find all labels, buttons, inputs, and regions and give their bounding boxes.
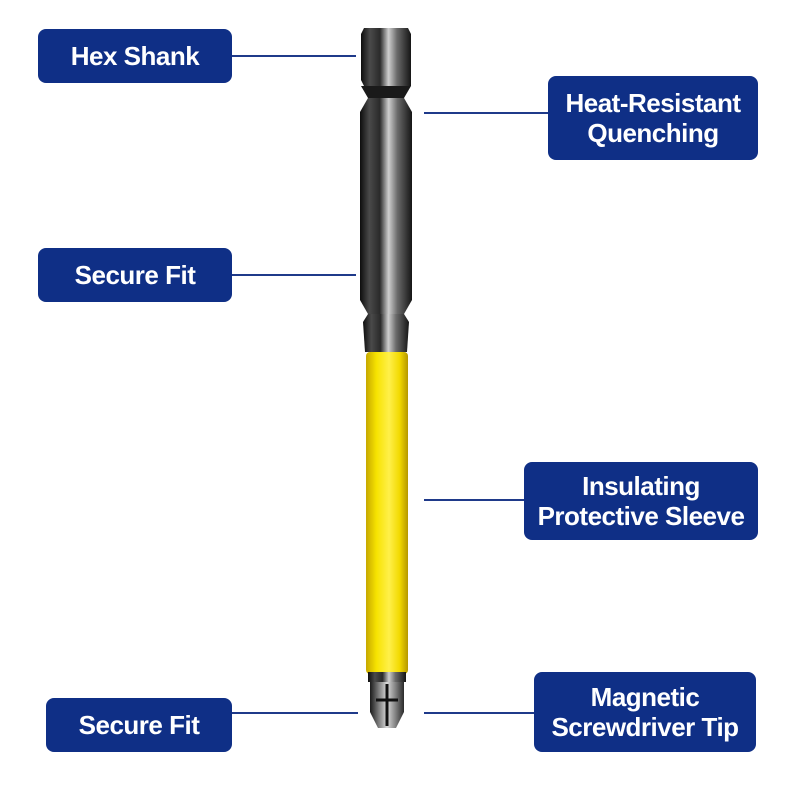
hex-shank-leader-line bbox=[232, 55, 356, 57]
heat-resistant-text-line2: Quenching bbox=[587, 118, 719, 148]
secure-fit-top-text: Secure Fit bbox=[74, 260, 196, 290]
secure-fit-top-leader-line bbox=[232, 274, 356, 276]
steel-body-part bbox=[360, 98, 412, 314]
insulating-sleeve-leader-line bbox=[424, 499, 524, 501]
secure-fit-bottom-text: Secure Fit bbox=[78, 710, 200, 740]
insulating-sleeve-part bbox=[366, 352, 408, 674]
magnetic-tip-text-line2: Screwdriver Tip bbox=[551, 712, 739, 742]
hex-shank-text: Hex Shank bbox=[70, 41, 200, 71]
phillips-flute bbox=[376, 684, 398, 726]
collar-part bbox=[363, 314, 409, 352]
heat-resistant-label: Heat-Resistant Quenching bbox=[548, 76, 758, 160]
insulating-sleeve-text-line2: Protective Sleeve bbox=[537, 501, 745, 531]
shank-groove-part bbox=[361, 86, 411, 98]
insulating-sleeve-label: Insulating Protective Sleeve bbox=[524, 462, 758, 540]
heat-resistant-text-line1: Heat-Resistant bbox=[565, 88, 741, 118]
hex-shank-label: Hex Shank bbox=[38, 29, 232, 83]
insulating-sleeve-text-line1: Insulating bbox=[582, 471, 700, 501]
magnetic-tip-label: Magnetic Screwdriver Tip bbox=[534, 672, 756, 752]
heat-resistant-leader-line bbox=[424, 112, 548, 114]
secure-fit-bottom-leader-line bbox=[232, 712, 358, 714]
tip-ring-part bbox=[368, 672, 406, 682]
magnetic-tip-leader-line bbox=[424, 712, 534, 714]
magnetic-tip-text-line1: Magnetic bbox=[590, 682, 700, 712]
secure-fit-top-label: Secure Fit bbox=[38, 248, 232, 302]
secure-fit-bottom-label: Secure Fit bbox=[46, 698, 232, 752]
hex-shank-part bbox=[361, 28, 411, 86]
